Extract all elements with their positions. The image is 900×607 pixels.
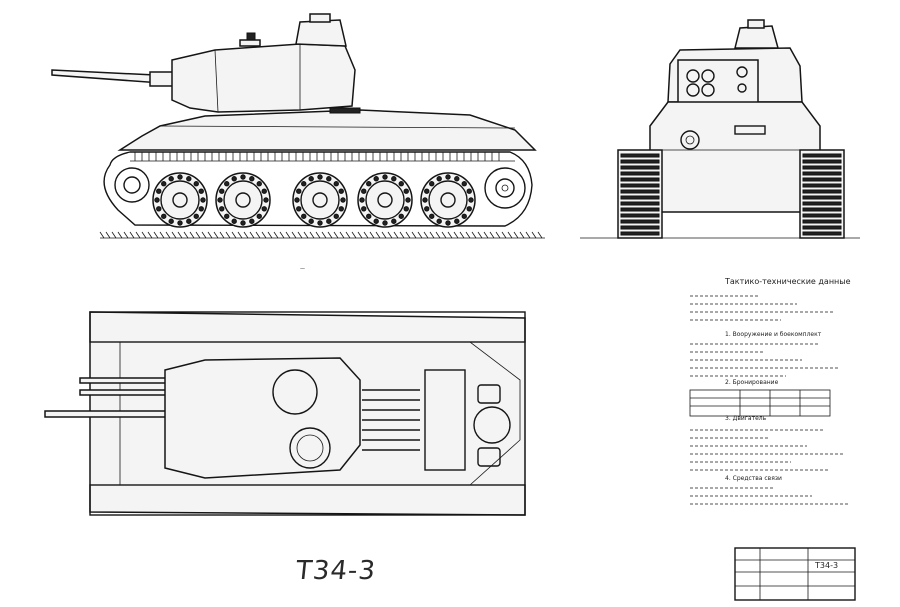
left-track-front bbox=[617, 149, 663, 239]
side-view: — bbox=[51, 13, 545, 272]
svg-text:—: — bbox=[300, 266, 305, 272]
spec-section-3: 3. Двигатель bbox=[725, 415, 767, 422]
idler-wheel bbox=[114, 167, 150, 203]
road-wheels bbox=[152, 172, 476, 228]
front-view bbox=[580, 19, 860, 239]
spec-sheet-title: Тактико-технические данные bbox=[724, 277, 851, 286]
road-wheel bbox=[292, 172, 348, 228]
track-run bbox=[103, 151, 533, 227]
title-block-designation: Т34-3 bbox=[814, 561, 838, 570]
spec-section-1: 1. Вооружение и боекомплект bbox=[725, 331, 822, 338]
spec-table bbox=[689, 389, 831, 417]
cupola-hatch bbox=[272, 369, 318, 415]
hull-front bbox=[649, 101, 821, 213]
drive-sprocket bbox=[484, 167, 526, 209]
top-view bbox=[44, 311, 526, 516]
track-links-top bbox=[134, 152, 500, 161]
spec-sheet: Тактико-технические данные 1. Вооружение… bbox=[689, 277, 851, 505]
spec-section-2: 2. Бронирование bbox=[725, 379, 779, 386]
road-wheel bbox=[357, 172, 413, 228]
turret-side bbox=[171, 43, 356, 113]
gun-mantlet bbox=[677, 59, 759, 105]
road-wheel bbox=[215, 172, 271, 228]
title-block: Т34-3 bbox=[734, 547, 856, 601]
road-wheel bbox=[420, 172, 476, 228]
drawing-caption: Т34-3 bbox=[294, 556, 378, 586]
main-gun-top bbox=[44, 410, 176, 418]
road-wheel bbox=[152, 172, 208, 228]
side-view-ground-hatching bbox=[99, 231, 545, 239]
engine-grilles bbox=[362, 389, 420, 451]
turret-top bbox=[164, 357, 361, 479]
hull-side bbox=[117, 109, 537, 151]
right-track-front bbox=[799, 149, 845, 239]
spec-section-4: 4. Средства связи bbox=[725, 475, 782, 482]
